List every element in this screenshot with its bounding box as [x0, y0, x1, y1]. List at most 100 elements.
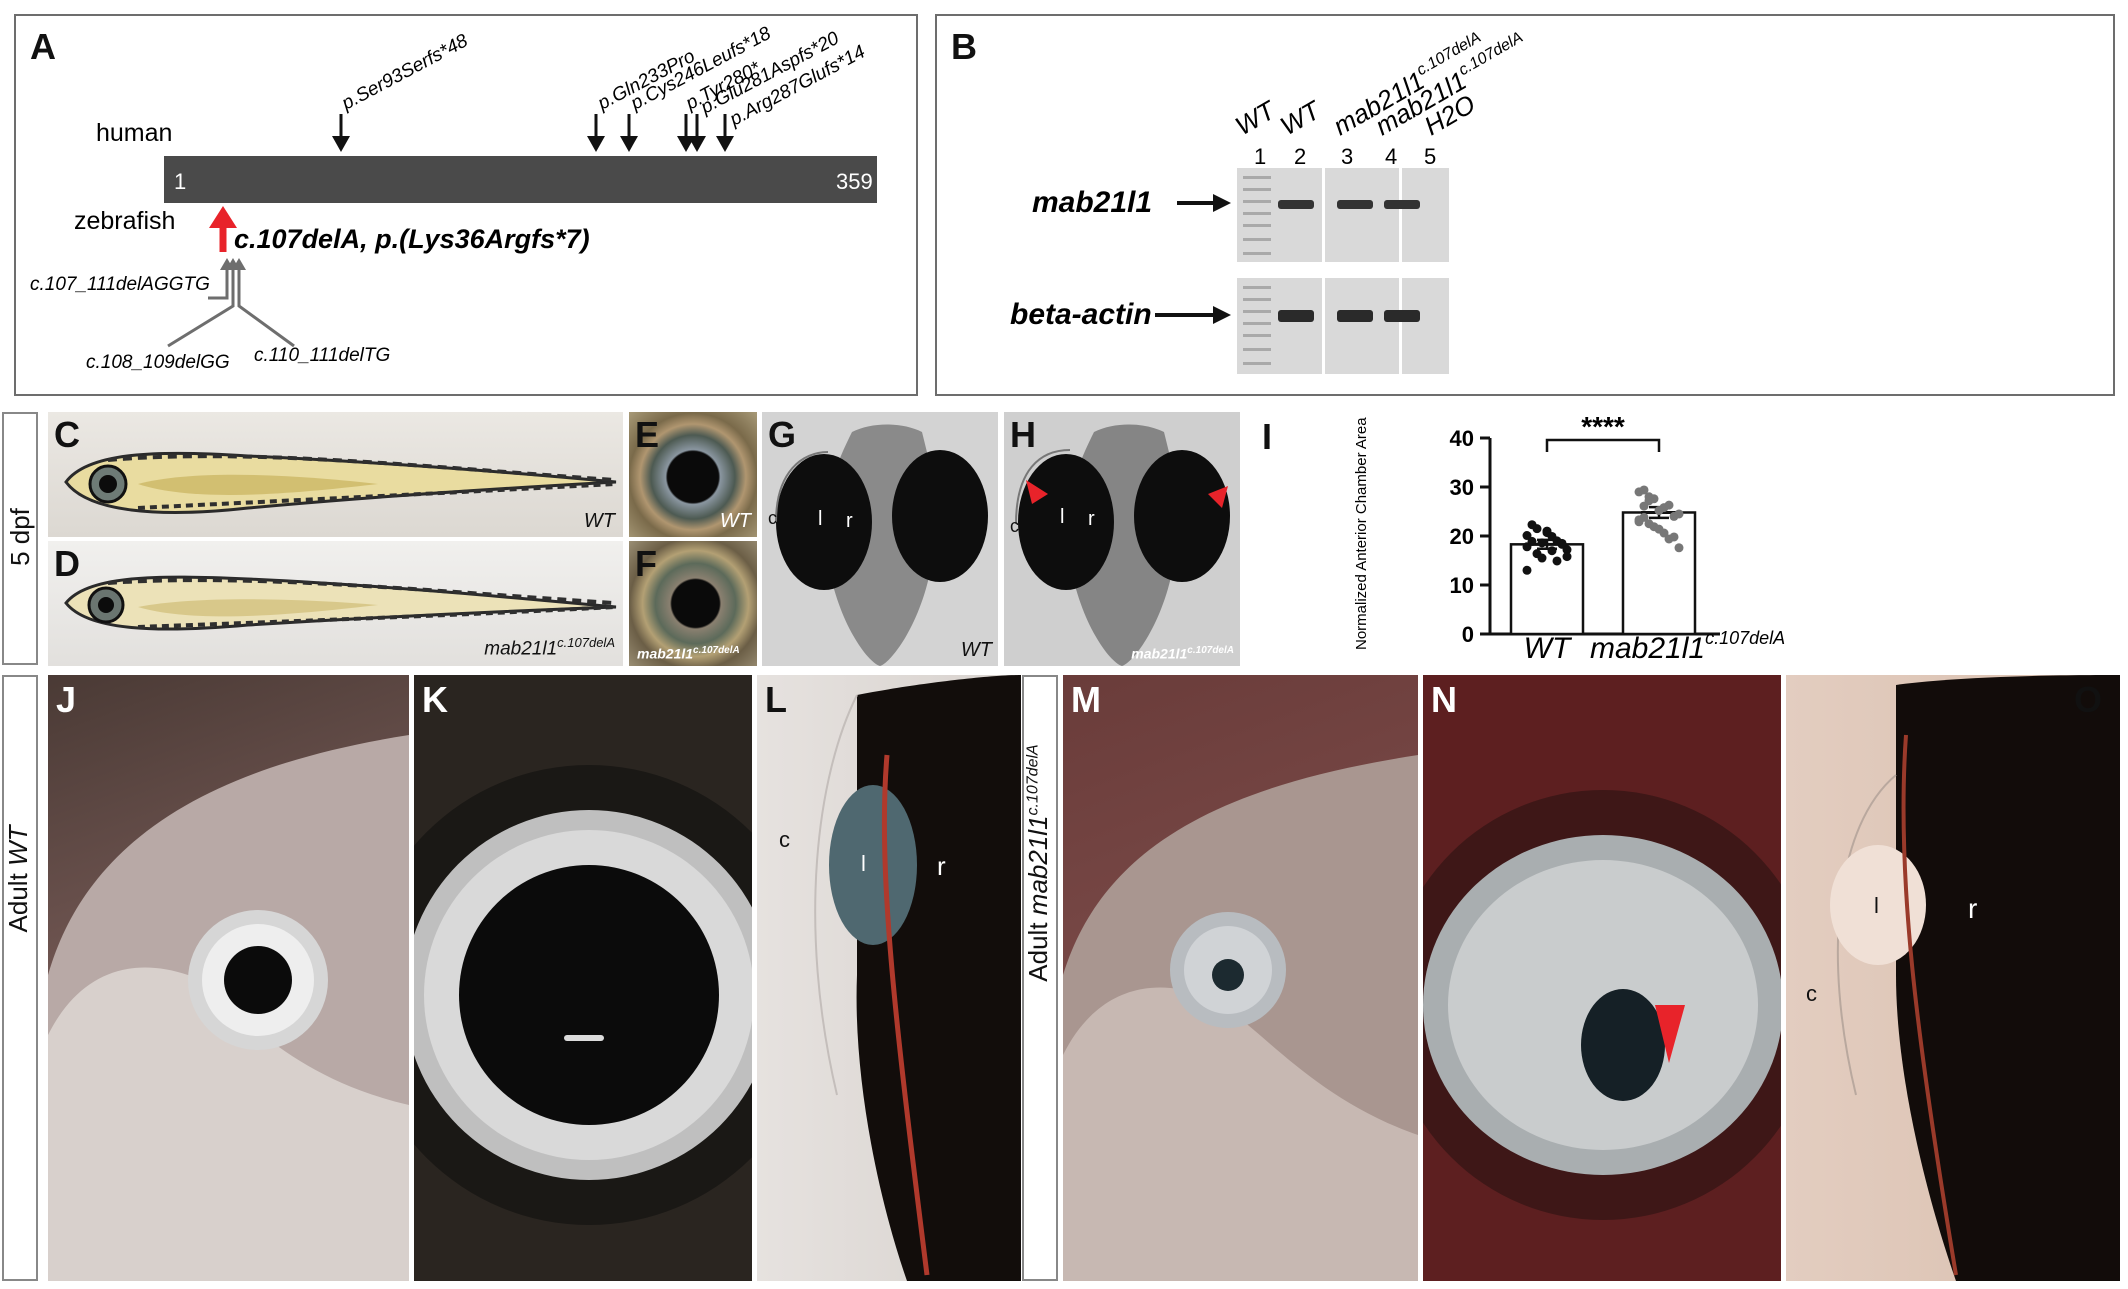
data-point-1-16: [1669, 532, 1679, 542]
lane-number-4: 4: [1385, 144, 1397, 169]
adult-mutant-eye-side-drawing: [1830, 675, 2120, 1281]
panel-h-label: H: [1010, 414, 1036, 455]
panel-g-letter-r: r: [846, 510, 853, 532]
head-wt-drawing: [775, 424, 988, 666]
panel-g-caption: WT: [960, 639, 992, 661]
adult-wt-side-label: Adult WT: [3, 825, 33, 933]
protein-diagram: 1 359 human zebrafish p.Ser93Serfs*48 p.…: [30, 23, 877, 373]
panel-h-letter-l: l: [1060, 506, 1065, 528]
y-tick-label-4: 40: [1450, 426, 1474, 451]
protein-bar: [164, 156, 877, 203]
variant-arrow-1: [332, 136, 350, 152]
y-tick-label-0: 0: [1462, 622, 1474, 647]
band-mab-1: [1278, 200, 1314, 209]
data-point-1-1: [1639, 485, 1649, 495]
variant-label-del5: c.107_111delAGGTG: [30, 274, 210, 295]
data-point-0-15: [1552, 556, 1562, 566]
panel-b-label: B: [951, 26, 977, 67]
lane-number-1: 1: [1254, 144, 1266, 169]
data-point-0-18: [1522, 565, 1532, 575]
variant-label-1: p.Ser93Serfs*48: [338, 30, 472, 115]
adult-wt-eye-drawing: [414, 765, 752, 1225]
data-point-1-19: [1639, 501, 1649, 511]
panel-e-caption: WT: [719, 510, 751, 532]
panel-e: E WT: [629, 412, 757, 537]
panel-d: D mab21l1c.107delA: [48, 541, 623, 666]
panel-h: H c l r mab21l1c.107delA: [1004, 412, 1240, 666]
panel-g-letter-l: l: [818, 508, 823, 530]
main-variant-label: c.107delA, p.(Lys36Argfs*7): [234, 224, 590, 254]
larva-mutant-drawing: [64, 575, 617, 631]
panel-k-label: K: [422, 679, 448, 720]
panel-o-letter-r: r: [1968, 893, 1978, 924]
bar-start-label: 1: [174, 169, 186, 194]
red-arrowhead-right: [1208, 486, 1228, 508]
red-arrowhead-left: [1026, 480, 1048, 504]
larval-side-frame: [2, 412, 38, 665]
panel-l-letter-c: c: [779, 827, 790, 852]
data-point-0-2: [1532, 524, 1542, 534]
band-actin-3: [1384, 310, 1420, 322]
lane-name-1: WT: [1230, 94, 1282, 141]
head-mutant-drawing: [1015, 424, 1230, 666]
band-mab-2: [1337, 200, 1373, 209]
data-point-0-0: [1522, 531, 1532, 541]
data-point-0-10: [1527, 536, 1537, 546]
variant-arrow-6: [716, 136, 734, 152]
category-label-1: WT: [1524, 632, 1573, 665]
data-point-1-8: [1674, 509, 1684, 519]
band-mab-3: [1384, 200, 1420, 209]
human-label: human: [96, 119, 172, 147]
category-label-2: mab21l1c.107delA: [1590, 628, 1785, 665]
adult-wt-eye-side-drawing: [814, 675, 1021, 1281]
adult-mut-side-label: Adult mab21l1c.107delA: [1023, 744, 1053, 982]
panel-g-letter-c: c: [768, 508, 777, 528]
data-point-1-14: [1659, 528, 1669, 538]
panel-n-label: N: [1431, 679, 1457, 720]
y-tick-label-1: 10: [1450, 573, 1474, 598]
panel-n: N: [1423, 675, 1781, 1281]
panel-l-label: L: [765, 679, 787, 720]
panel-l: L c l r: [757, 675, 1021, 1281]
gene-label-1: mab21l1: [1032, 186, 1152, 219]
panel-e-label: E: [635, 414, 660, 455]
panel-j-label: J: [56, 679, 77, 720]
red-arrow: [209, 206, 237, 228]
chart-y-label: Normalized Anterior Chamber Area: [1353, 417, 1370, 650]
larva-wt-drawing: [64, 451, 617, 514]
panel-a: A 1 359 human zebrafish p.Ser93Serfs*48 …: [14, 14, 918, 396]
panel-i-label: I: [1262, 416, 1273, 457]
panel-d-label: D: [54, 543, 80, 584]
data-point-0-14: [1547, 546, 1557, 556]
panel-l-letter-r: r: [937, 851, 946, 881]
data-point-0-8: [1562, 545, 1572, 555]
panel-h-letter-r: r: [1088, 508, 1095, 530]
gene-arrow-2: [1213, 306, 1231, 324]
panel-j: J: [48, 675, 409, 1281]
panel-d-caption: mab21l1c.107delA: [484, 634, 615, 659]
significance-bracket: [1545, 438, 1661, 452]
lane-number-3: 3: [1341, 144, 1353, 169]
panel-h-caption: mab21l1c.107delA: [1131, 645, 1234, 662]
panel-k: K: [414, 675, 752, 1281]
lane-number-5: 5: [1424, 144, 1436, 169]
data-point-0-12: [1537, 553, 1547, 563]
zebrafish-label: zebrafish: [74, 207, 175, 235]
band-actin-2: [1337, 310, 1373, 322]
panel-h-letter-c: c: [1010, 516, 1019, 536]
bar-end-label: 359: [836, 169, 873, 194]
gene-arrow-1: [1213, 194, 1231, 212]
data-point-0-13: [1542, 528, 1552, 538]
panel-a-label: A: [30, 26, 56, 67]
panel-o-label: O: [2074, 679, 2103, 720]
data-point-0-16: [1557, 538, 1567, 548]
panel-f-label: F: [635, 543, 657, 584]
y-tick-label-3: 30: [1450, 475, 1474, 500]
variant-label-del2a: c.108_109delGG: [86, 352, 230, 373]
adult-wt-head-drawing: [48, 735, 409, 1281]
panel-c-label: C: [54, 414, 80, 455]
data-point-1-17: [1674, 543, 1684, 553]
significance-stars: ****: [1581, 412, 1625, 442]
lane-name-2: WT: [1275, 94, 1327, 141]
